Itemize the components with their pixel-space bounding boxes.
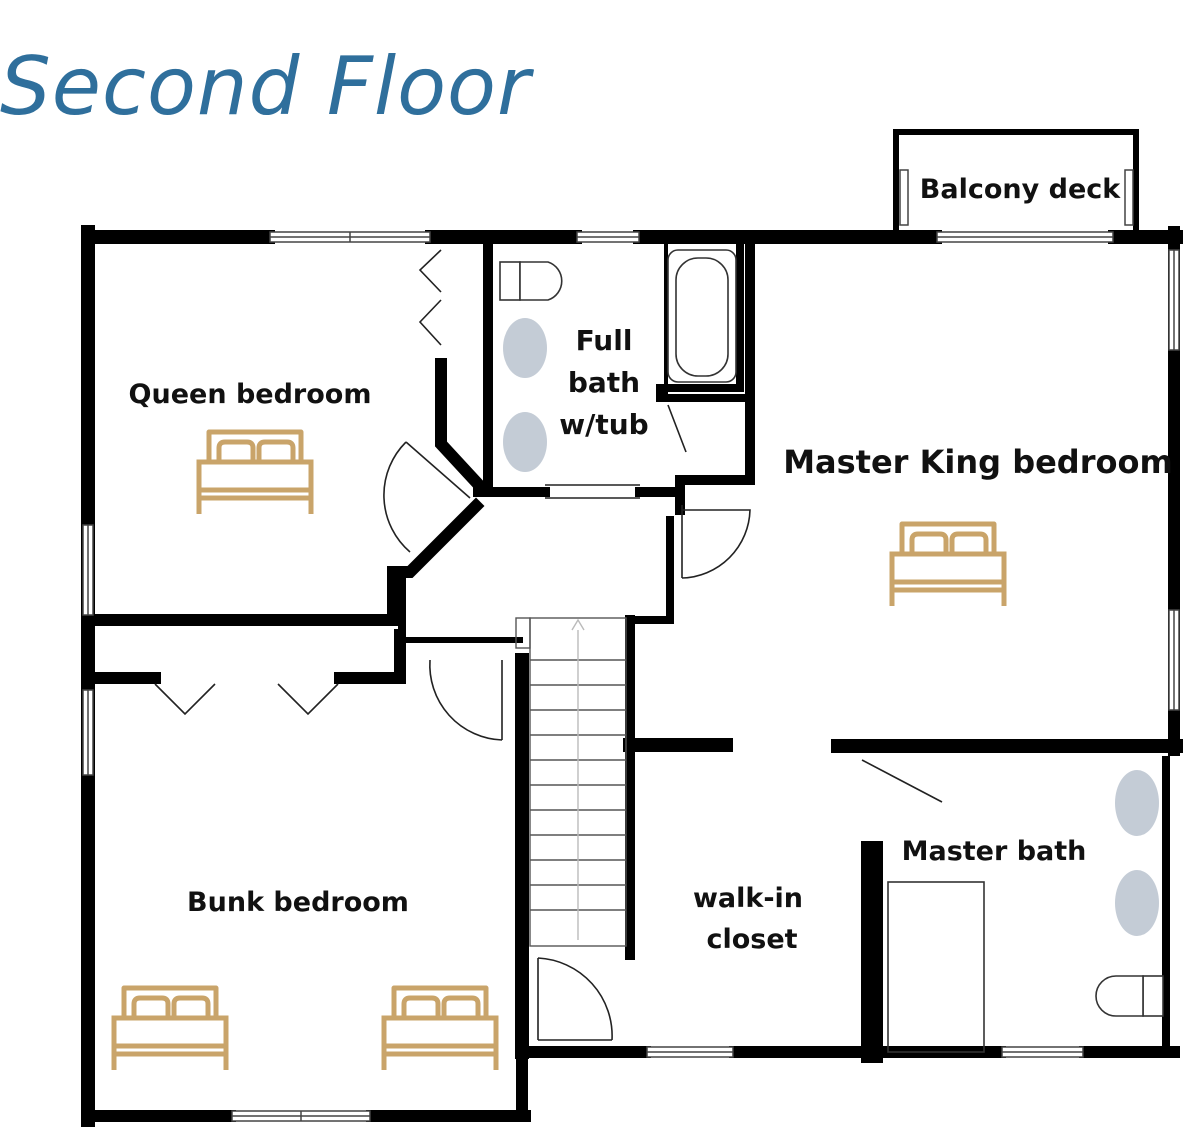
full-bath-label-line3: w/tub (559, 408, 648, 441)
walls (81, 129, 1183, 1127)
queen-bedroom-label: Queen bedroom (129, 379, 372, 410)
door-swing-icon (154, 249, 943, 1041)
toilet-icon (499, 261, 563, 301)
bunk-bedroom-label: Bunk bedroom (187, 887, 409, 918)
bed-icon (384, 988, 496, 1070)
page-title: Second Floor (0, 40, 531, 133)
bed-icon (114, 988, 226, 1070)
balcony-label: Balcony deck (920, 174, 1121, 205)
sink-icon (1115, 870, 1159, 936)
bathtub-icon (667, 249, 737, 383)
sink-icon (1115, 770, 1159, 836)
shower-icon (887, 881, 985, 1053)
full-bath-label-line2: bath (568, 366, 640, 399)
walk-in-closet-label-line2: closet (706, 924, 797, 955)
bed-icon (199, 432, 311, 514)
toilet-icon (1095, 975, 1164, 1017)
master-bath-label: Master bath (902, 836, 1087, 867)
master-king-bedroom-label: Master King bedroom (783, 443, 1173, 481)
sink-icon (503, 318, 547, 378)
walk-in-closet-label-line1: walk-in (693, 883, 803, 914)
full-bath-label-line1: Full (576, 324, 633, 357)
staircase-icon (515, 617, 627, 947)
bed-icon (892, 524, 1004, 606)
sink-icon (503, 412, 547, 472)
windows (82, 169, 1180, 1122)
